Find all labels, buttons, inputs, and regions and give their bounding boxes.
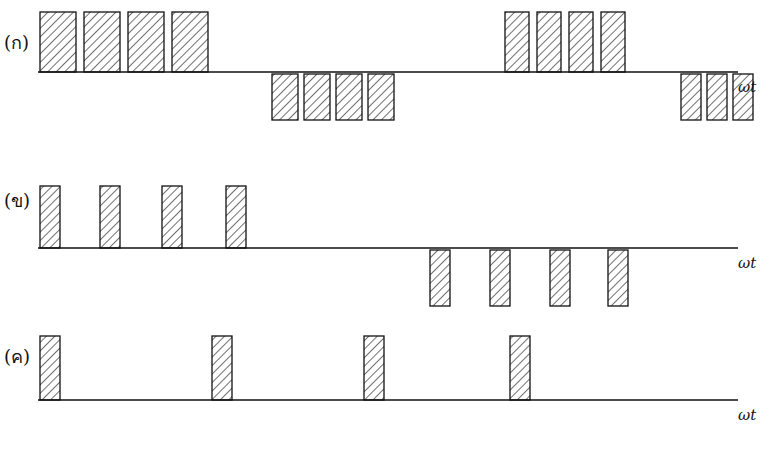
- hatched-pulse: [569, 12, 593, 72]
- time-axis: [38, 399, 738, 400]
- hatched-pulse: [550, 250, 570, 306]
- time-axis: [38, 247, 738, 248]
- hatched-pulse: [226, 186, 246, 248]
- hatched-pulse: [40, 12, 76, 72]
- hatched-pulse: [490, 250, 510, 306]
- row-label: (ก): [4, 34, 29, 52]
- hatched-pulse: [707, 74, 727, 120]
- hatched-pulse: [40, 336, 60, 400]
- hatched-pulse: [40, 186, 60, 248]
- hatched-pulse: [505, 12, 529, 72]
- hatched-pulse: [128, 12, 164, 72]
- axis-label: ωt: [738, 408, 756, 423]
- hatched-pulse: [84, 12, 120, 72]
- hatched-pulse: [304, 74, 330, 120]
- axis-label: ωt: [738, 256, 756, 271]
- hatched-pulse: [212, 336, 232, 400]
- hatched-pulse: [162, 186, 182, 248]
- hatched-pulse: [510, 336, 530, 400]
- hatched-pulse: [336, 74, 362, 120]
- hatched-pulse: [100, 186, 120, 248]
- hatched-pulse: [430, 250, 450, 306]
- row-label: (ค): [4, 348, 30, 366]
- hatched-pulse: [608, 250, 628, 306]
- hatched-pulse: [601, 12, 625, 72]
- axis-label: ωt: [738, 80, 756, 95]
- hatched-pulse: [272, 74, 298, 120]
- hatched-pulse: [681, 74, 701, 120]
- row-label: (ข): [4, 192, 30, 210]
- hatched-pulse: [172, 12, 208, 72]
- hatched-pulse: [364, 336, 384, 400]
- hatched-pulse: [537, 12, 561, 72]
- hatched-pulse: [368, 74, 394, 120]
